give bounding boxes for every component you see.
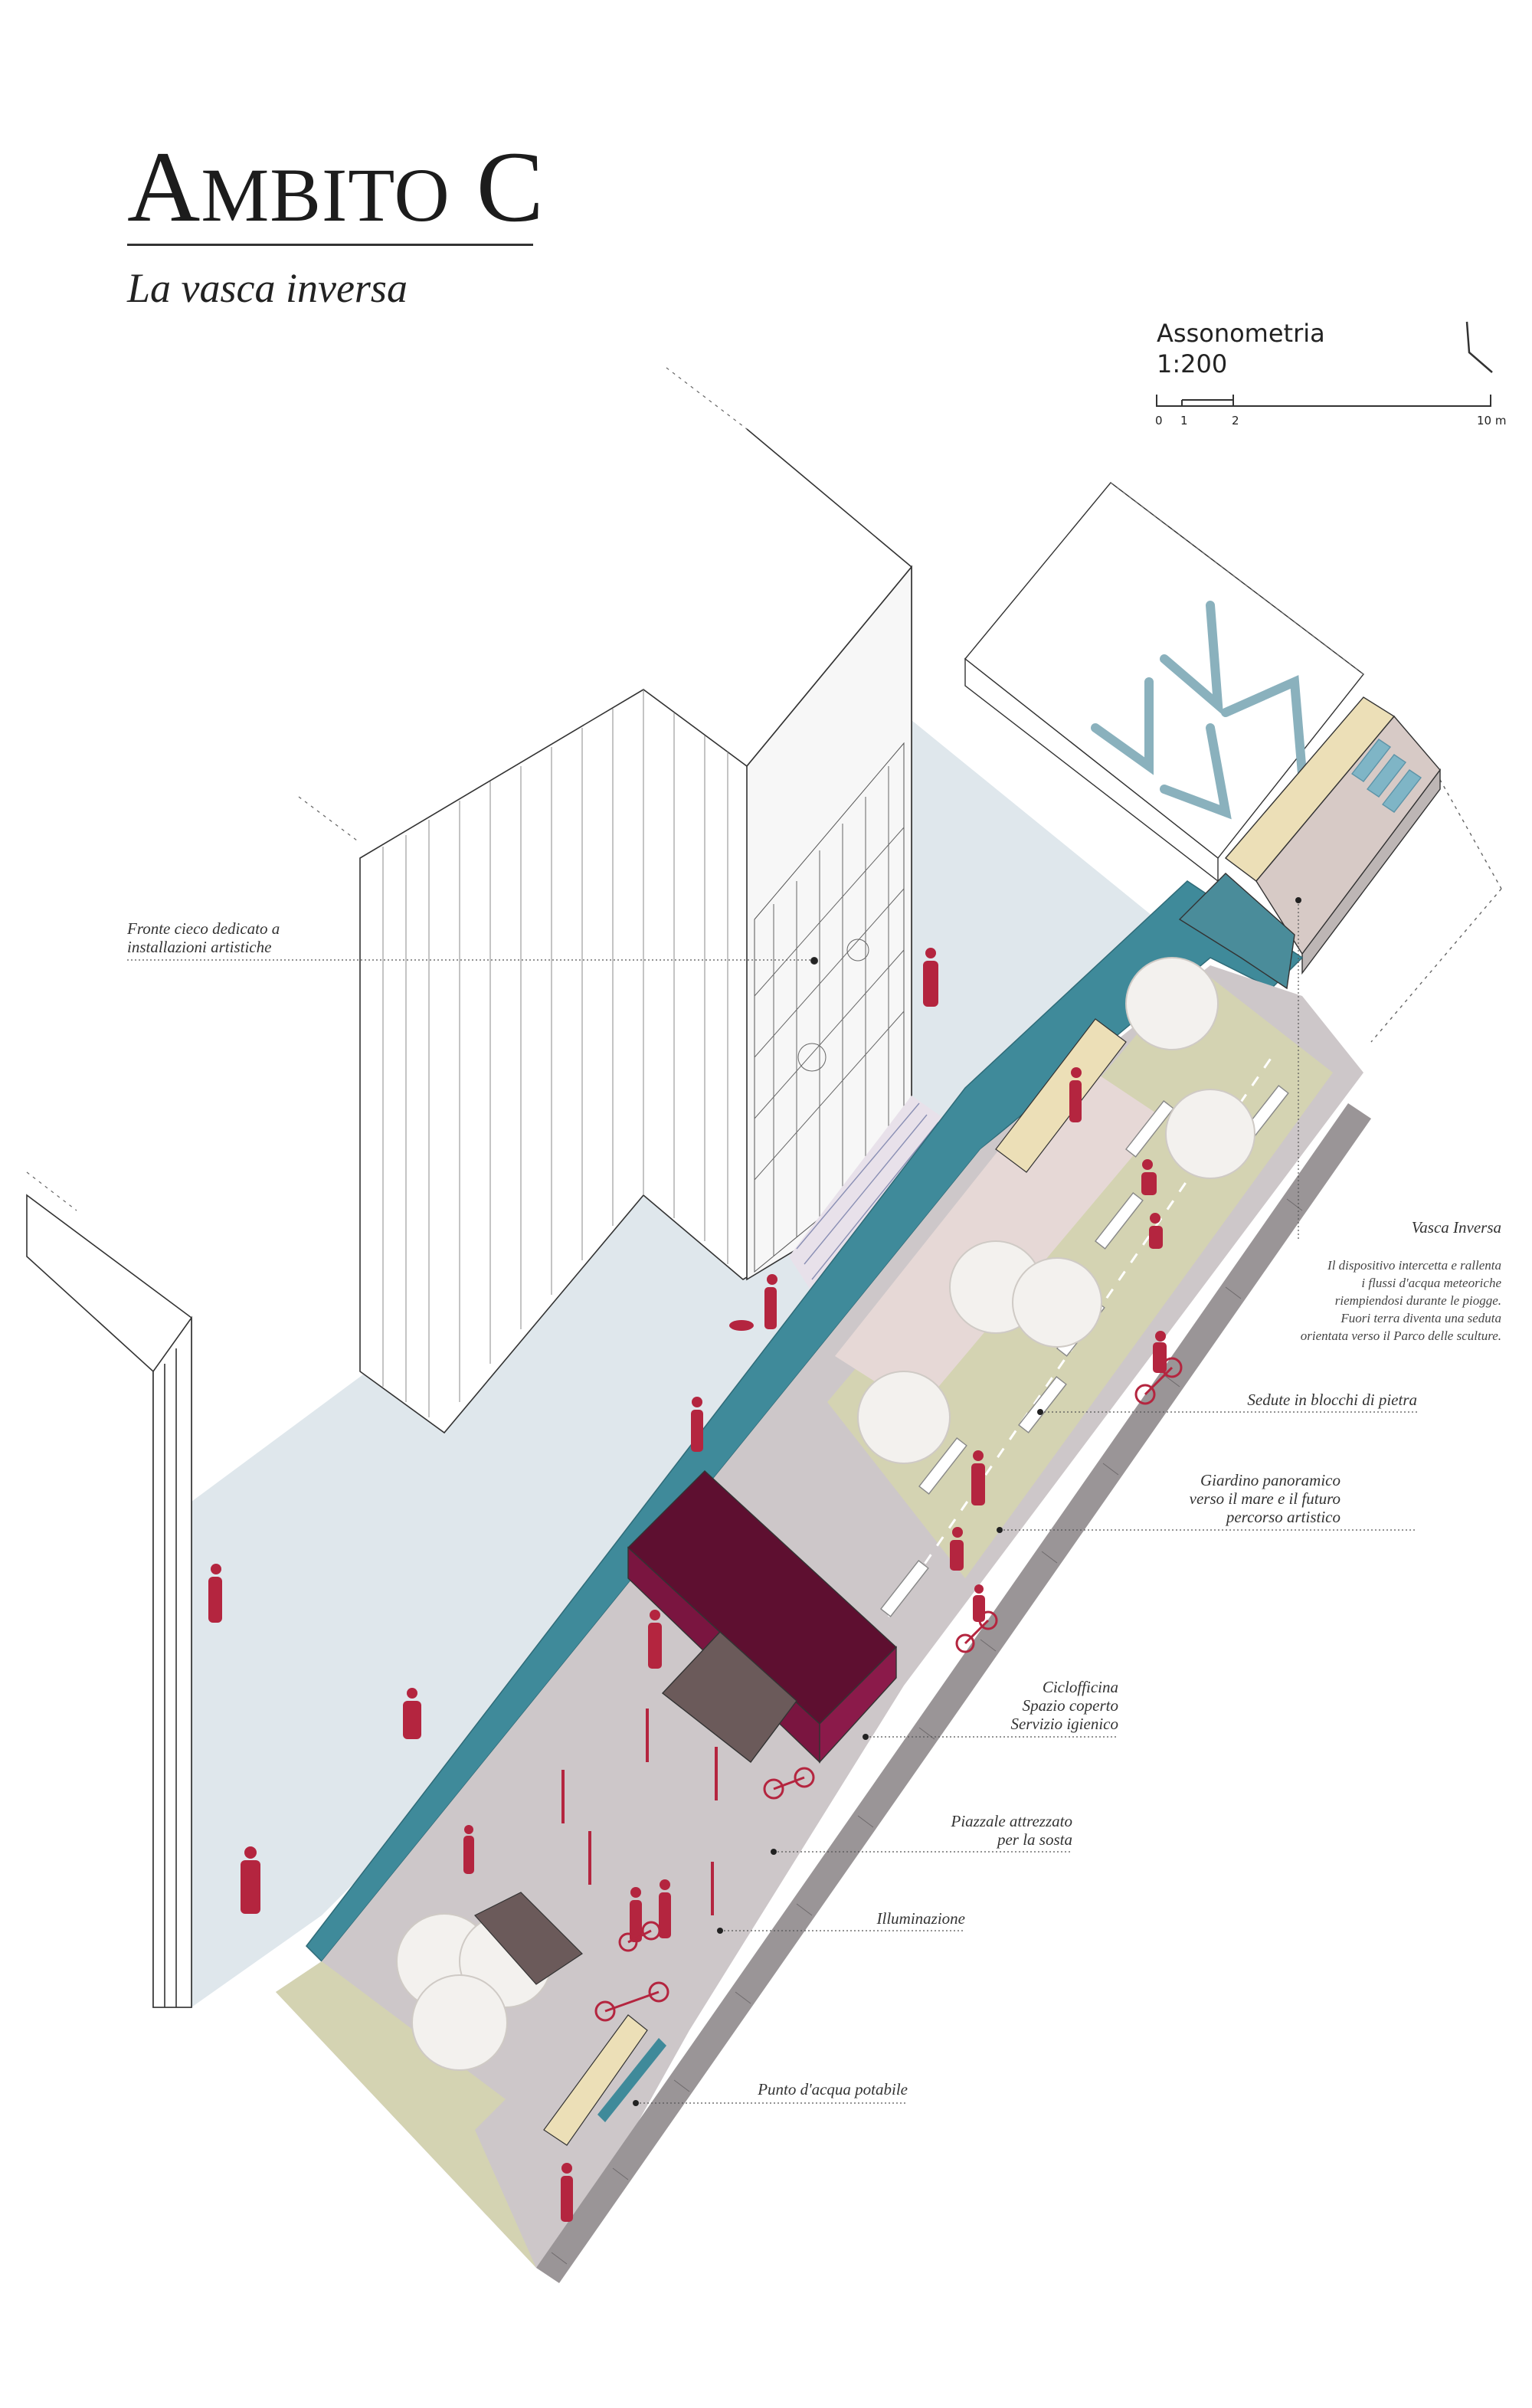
scale-ratio: 1:200 (1157, 349, 1228, 378)
stair-pink-zone (835, 1057, 1164, 1410)
cyclist-figures (973, 1331, 1167, 1622)
label-fronte-cieco: Fronte cieco dedicato a installazioni ar… (127, 919, 280, 956)
label-line: Fronte cieco dedicato a (127, 919, 280, 938)
water-point-bench (543, 2014, 648, 2146)
scale-tick-10: 10 m (1477, 414, 1507, 428)
scale-bar (1156, 395, 1491, 407)
label-line: installazioni artistiche (127, 938, 272, 956)
person-icon (463, 1825, 474, 1874)
label-line: Punto d'acqua potabile (758, 2080, 908, 2098)
label-line: Sedute in blocchi di pietra (1247, 1391, 1417, 1409)
people (208, 948, 1163, 2222)
person-icon (950, 1527, 964, 1571)
label-line: percorso artistico (1226, 1508, 1340, 1526)
label-line: Piazzale attrezzato (951, 1812, 1072, 1830)
label-giardino: Giardino panoramico verso il mare e il f… (1103, 1471, 1340, 1526)
upper-bench (995, 1018, 1127, 1173)
label-sedute: Sedute in blocchi di pietra (1180, 1391, 1417, 1409)
ciclofficina-canopy (627, 1470, 898, 1764)
central-building (26, 367, 912, 1434)
water-plaza (192, 720, 1157, 2007)
label-line: per la sosta (997, 1830, 1072, 1849)
person-icon (241, 1846, 260, 1914)
label-line: Spazio coperto (1022, 1696, 1118, 1715)
scale-tick-1: 1 (1180, 414, 1188, 428)
label-line: Servizio igienico (1010, 1715, 1118, 1733)
bicycle-icon (763, 1767, 815, 1800)
bicycle-icon (618, 1921, 661, 1952)
desc-vasca-inversa: Il dispositivo intercetta e rallenta i f… (1272, 1256, 1501, 1345)
label-vasca-inversa: Vasca Inversa (1241, 1218, 1501, 1237)
label-line: Illuminazione (876, 1909, 966, 1928)
person-icon (971, 1450, 985, 1505)
water-point-channel (597, 2038, 666, 2122)
person-icon (1069, 1067, 1082, 1122)
person-icon (561, 2163, 573, 2222)
scale-caption: Assonometria 1:200 (1157, 318, 1325, 379)
scale-type: Assonometria (1157, 319, 1325, 348)
dog-icon (729, 1320, 754, 1331)
person-icon (659, 1879, 671, 1938)
person-icon (403, 1688, 421, 1739)
person-icon (208, 1564, 222, 1623)
page-title: AMBITO C (127, 136, 545, 238)
person-icon (630, 1887, 642, 1942)
title-text: AMBITO C (127, 130, 545, 243)
north-arrow-icon (1465, 321, 1493, 373)
label-line: Giardino panoramico (1200, 1471, 1340, 1489)
label-illuminazione: Illuminazione (766, 1909, 966, 1928)
label-piazzale: Piazzale attrezzato per la sosta (843, 1812, 1072, 1849)
person-icon (923, 948, 938, 1007)
title-rule (127, 244, 533, 246)
trees (396, 957, 1255, 2071)
bicycle-icon (594, 1981, 669, 2022)
right-edge-wall (536, 1103, 1371, 2283)
lamp-posts (561, 1709, 718, 1915)
scale-tick-0: 0 (1155, 414, 1163, 428)
vasca-inversa (1224, 696, 1441, 975)
desc-line: Fuori terra diventa una seduta (1340, 1311, 1501, 1325)
left-building (26, 1194, 192, 2008)
desc-line: i flussi d'acqua meteoriche (1361, 1276, 1501, 1290)
person-icon (691, 1397, 703, 1452)
page-subtitle: La vasca inversa (127, 265, 408, 311)
lower-bench (474, 1892, 583, 1985)
garden-lower (276, 1961, 536, 2268)
water-flow-chevrons (1091, 601, 1307, 820)
label-punto-acqua: Punto d'acqua potabile (674, 2080, 908, 2098)
bicycle-icon (1134, 1357, 1183, 1405)
leader-lines (127, 904, 1417, 2104)
person-icon (764, 1274, 777, 1329)
desc-line: Il dispositivo intercetta e rallenta (1327, 1258, 1501, 1273)
desc-line: riempiendosi durante le piogge. (1334, 1293, 1501, 1308)
label-line: Ciclofficina (1042, 1678, 1118, 1696)
desc-line: orientata verso il Parco delle sculture. (1300, 1328, 1501, 1343)
person-icon (1149, 1213, 1163, 1249)
scale-tick-2: 2 (1232, 414, 1239, 428)
label-line: verso il mare e il futuro (1189, 1489, 1340, 1508)
label-line: Vasca Inversa (1411, 1218, 1501, 1237)
person-icon (648, 1610, 662, 1669)
leader-dots (633, 897, 1301, 2106)
canal-box (1178, 873, 1295, 990)
label-ciclofficina: Ciclofficina Spazio coperto Servizio igi… (889, 1678, 1118, 1733)
bicycles (594, 1357, 1183, 2022)
person-icon (1141, 1159, 1157, 1195)
